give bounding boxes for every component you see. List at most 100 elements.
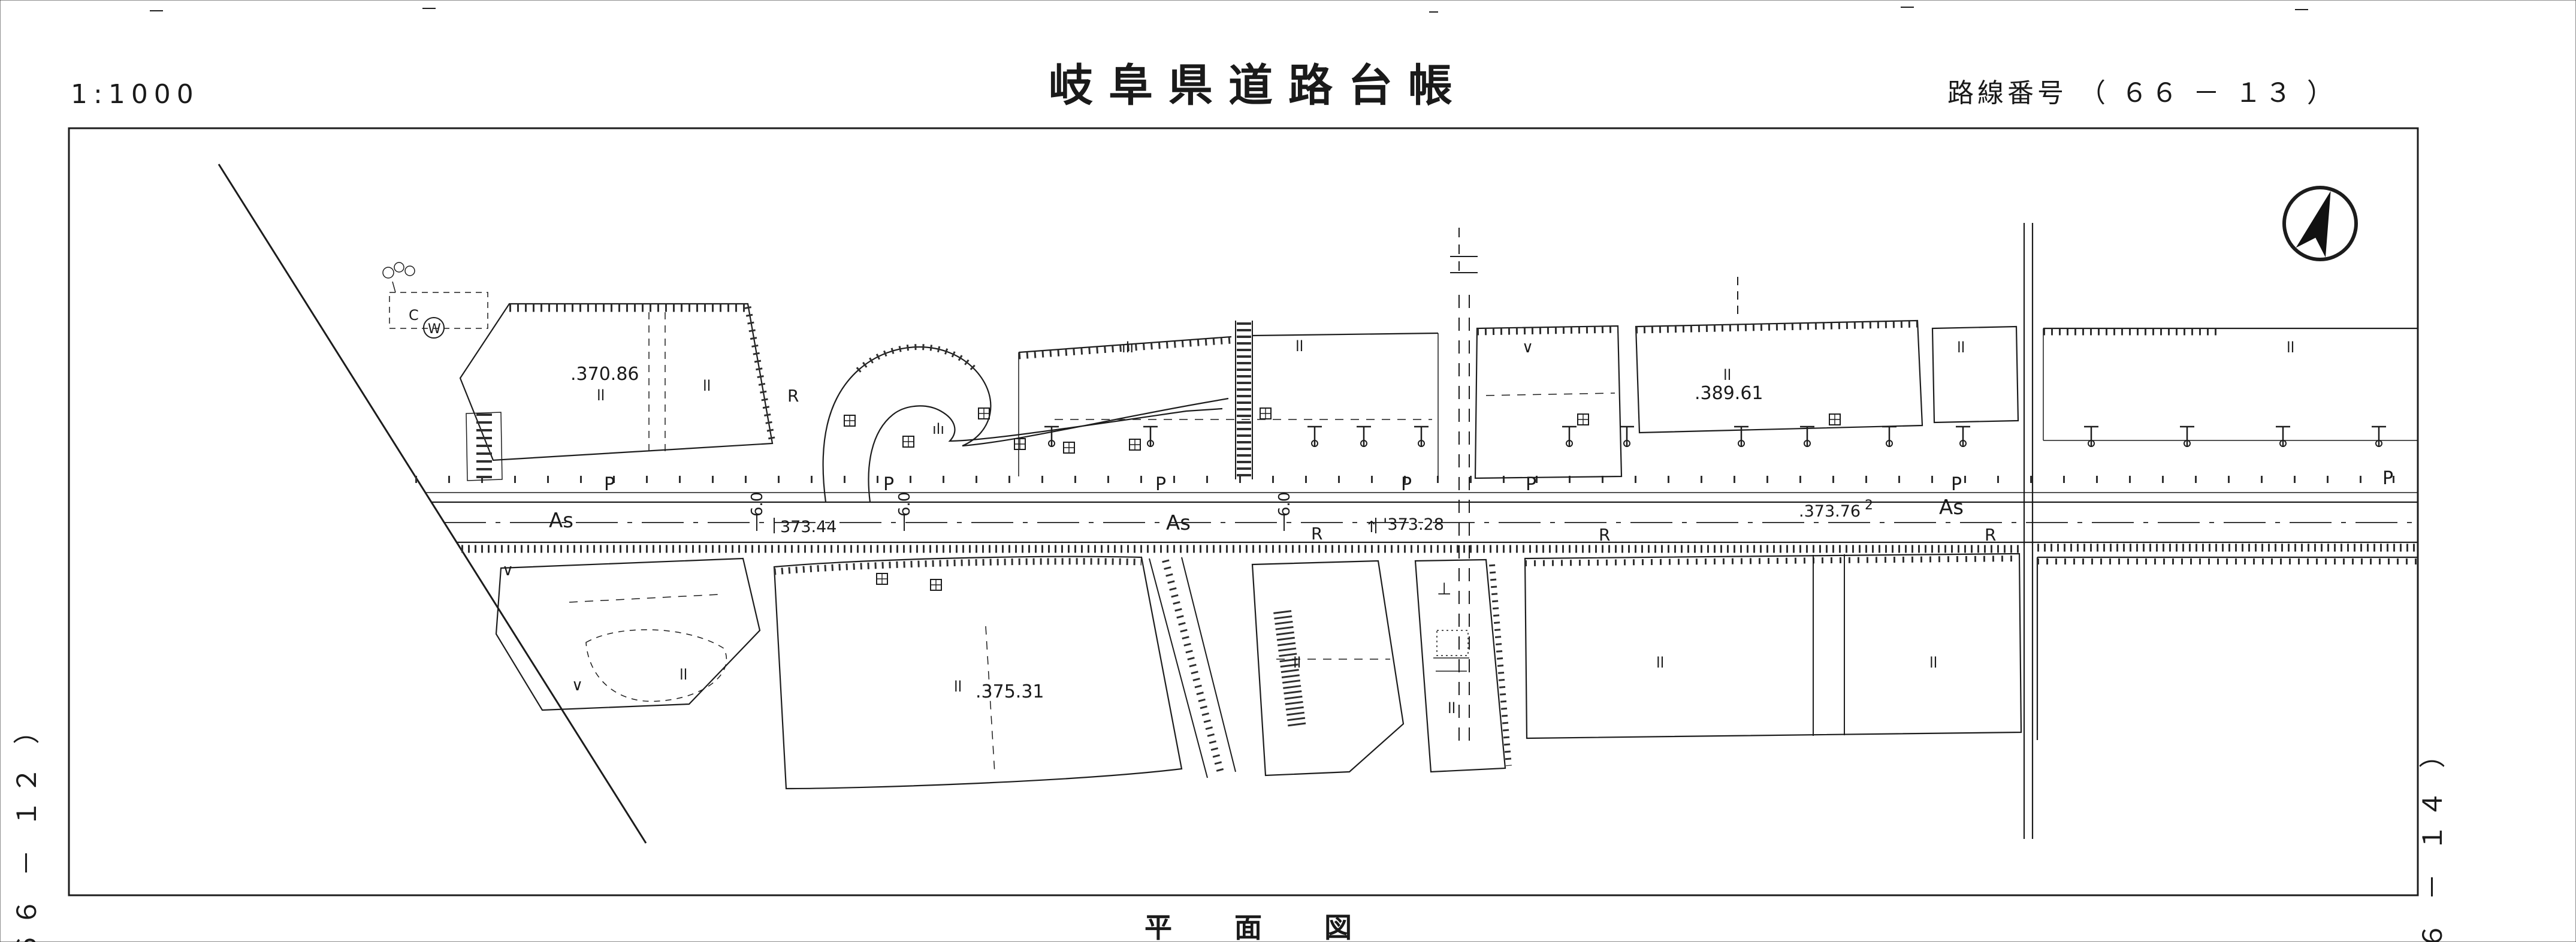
narrow-lower-parcel	[1414, 558, 1512, 773]
match-line-dashed	[1450, 228, 1478, 750]
parcel-outline	[1414, 558, 1506, 773]
lower-middle-parcel	[1251, 560, 1405, 777]
spot-elevation: '373.28	[1383, 515, 1444, 534]
field-symbol: ll	[1723, 367, 1731, 384]
catch-basin-symbol	[930, 579, 942, 591]
loop-spur-road	[822, 344, 1229, 503]
parcel-outline	[495, 557, 761, 711]
utility-pole-symbol	[1413, 425, 1430, 448]
parking-label: P	[883, 474, 894, 495]
catch-basin-symbol	[902, 436, 914, 448]
catch-basins	[844, 407, 1841, 591]
utility-pole-symbol	[2083, 425, 2100, 448]
spot-elevation: .370.86	[570, 364, 639, 385]
field-symbol: ll	[1293, 654, 1301, 671]
utility-pole-symbol	[1955, 425, 1971, 448]
sheet-frame	[68, 127, 2419, 896]
field-symbol: ll	[1656, 654, 1664, 671]
parcel-inner-dashes	[648, 312, 666, 455]
utility-pole-symbol	[1355, 425, 1372, 448]
route-number-label: 路線番号 （ ６６ － １３ ）	[1947, 78, 2337, 108]
catch-basin-symbol	[1260, 407, 1272, 419]
road-corridor	[415, 476, 2418, 553]
map-linework	[218, 164, 2418, 844]
north-arrow	[2282, 186, 2358, 261]
spot-elevation: 373.44	[780, 518, 836, 536]
steps-strip	[466, 412, 503, 481]
parcel-inner-dashes	[569, 594, 720, 603]
dotted-structure	[1436, 630, 1469, 656]
field-symbol: ll	[954, 678, 962, 695]
landmark-dashed-box	[389, 292, 488, 329]
lower-parcel-edge	[2036, 556, 2418, 740]
check-mark: ∨	[502, 561, 514, 579]
spot-elevation: .389.61	[1695, 383, 1763, 404]
match-line	[1458, 295, 1470, 750]
parking-label: P	[1526, 474, 1536, 495]
well-circle	[423, 317, 445, 339]
catch-basin-symbol	[1829, 413, 1841, 425]
parcel-outline	[1524, 552, 2022, 739]
mid-right-parcels	[1474, 277, 2019, 479]
right-sheet-reference: ６６ － １４ ）	[2418, 735, 2448, 942]
top-tick-marks	[150, 7, 2308, 13]
width-dimension: 6.0	[748, 492, 766, 517]
dashed-blob	[585, 629, 727, 702]
match-line-ticks	[1450, 256, 1478, 273]
utility-pole-symbol	[2179, 425, 2196, 448]
far-right-parcels	[2036, 327, 2418, 740]
catch-basin-symbol	[1014, 438, 1026, 450]
parcel-outline	[1251, 560, 1405, 777]
parking-label: P	[1951, 474, 1962, 495]
embankment-hatch	[1489, 564, 1512, 766]
surface-label: As	[1166, 511, 1191, 535]
lower-left-parcels	[495, 557, 761, 711]
utility-pole-symbol	[2370, 425, 2387, 448]
catch-basin-symbol	[1063, 442, 1075, 454]
embankment-hatch	[1476, 326, 1618, 336]
spot-elevation: .375.31	[976, 681, 1044, 702]
parking-label: P	[1155, 474, 1166, 495]
tree-symbol	[404, 265, 415, 276]
utility-pole-symbol	[1142, 425, 1159, 448]
parcel-inner-dashes	[985, 626, 995, 774]
surface-label: As	[1939, 496, 1964, 520]
south-retaining-wall-hatch	[461, 544, 2418, 553]
radius-label: R	[1985, 525, 1996, 545]
parcel-outline	[1635, 319, 1923, 434]
parcel-outline	[1474, 325, 1623, 479]
embankment-hatch	[1524, 555, 2020, 566]
width-dimension: 6.0	[896, 492, 914, 517]
parcel-side-lines	[2043, 328, 2418, 441]
parking-label: P	[604, 474, 615, 495]
utility-pole-symbol	[1618, 425, 1635, 448]
parcel-top-edge	[1018, 336, 1232, 354]
pole-arrow: ↑	[1365, 518, 1378, 536]
parcel-outline	[1931, 325, 2019, 424]
left-sheet-reference: ６６ － １２ ）	[12, 711, 43, 942]
ground-symbol: ⊥	[1437, 579, 1451, 599]
map-labels: .370.86llll.389.61ll373.44↑'373.28.373.7…	[409, 307, 2393, 717]
driveway-edges	[1813, 554, 1845, 736]
margin-ticks	[150, 7, 2308, 13]
check-mark: ∨	[1522, 339, 1533, 357]
middle-upper-parcels	[1018, 321, 1439, 479]
spur-north-edge	[822, 346, 1229, 503]
station-number: 2	[1865, 498, 1873, 513]
catch-basin-symbol	[844, 415, 856, 427]
catch-basin-symbol	[1577, 413, 1589, 425]
catch-basin-symbol	[876, 573, 888, 585]
parcel-top-edge	[1252, 332, 1439, 337]
bottom-caption: 平 面 図	[1144, 911, 1378, 942]
field-symbol: ll	[2287, 339, 2294, 356]
embankment-hatch	[1635, 321, 1918, 334]
lower-right-parcel	[1524, 552, 2022, 739]
station-tick-marks	[756, 514, 1376, 533]
surface-label: As	[549, 509, 573, 533]
field-symbol: ll	[1295, 338, 1303, 355]
stream-hatch	[1162, 559, 1225, 776]
radius-label: R	[787, 386, 799, 406]
utility-pole-symbol	[1881, 425, 1898, 448]
letter-label: W	[428, 322, 441, 337]
